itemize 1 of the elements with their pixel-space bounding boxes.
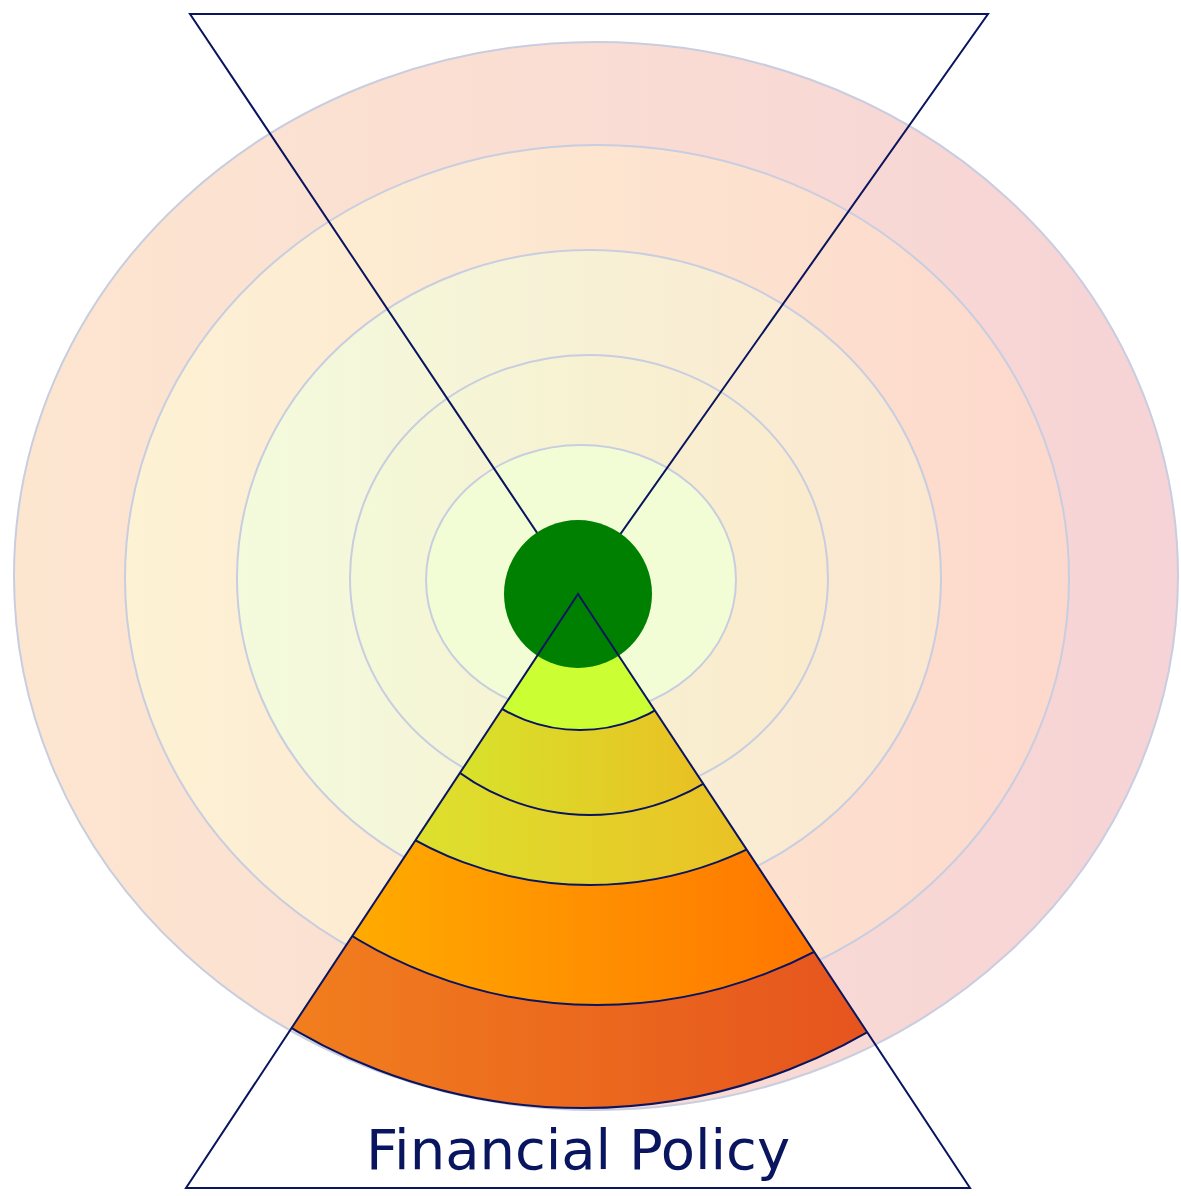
section-title: Financial Policy [364,1117,792,1182]
